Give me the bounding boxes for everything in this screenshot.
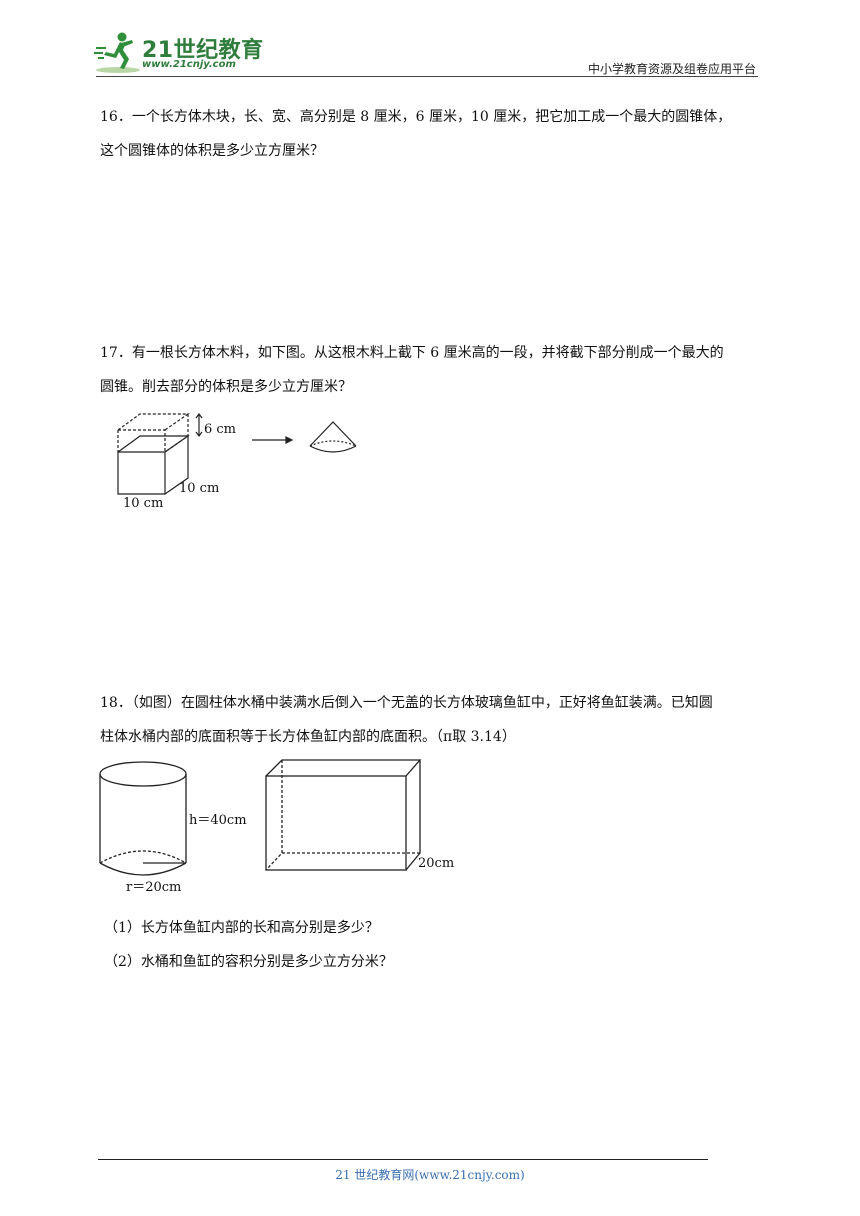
question-18-figure: h＝40cm r＝20cm 20cm [99, 759, 454, 895]
site-logo: 21世纪教育 www.21cnjy.com [92, 30, 264, 76]
page-header: 21世纪教育 www.21cnjy.com 中小学教育资源及组卷应用平台 [0, 0, 860, 80]
question-18-sub-1: （1）长方体鱼缸内部的长和高分别是多少？ [104, 920, 379, 936]
label-length-10cm: 10 cm [123, 496, 163, 511]
question-18-line-1: 18．（如图）在圆柱体水桶中装满水后倒入一个无盖的长方体玻璃鱼缸中，正好将鱼缸装… [100, 695, 713, 711]
footer-link[interactable]: 21 世纪教育网(www.21cnjy.com) [335, 1168, 525, 1182]
label-cylinder-radius: r＝20cm [126, 880, 181, 895]
question-17-line-1: 17．有一根长方体木料，如下图。从这根木料上截下 6 厘米高的一段，并将截下部分… [100, 345, 724, 361]
arrow-icon [252, 436, 294, 444]
platform-name: 中小学教育资源及组卷应用平台 [587, 62, 756, 76]
question-17-line-2: 圆锥。削去部分的体积是多少立方厘米？ [100, 379, 352, 395]
question-17: 17．有一根长方体木料，如下图。从这根木料上截下 6 厘米高的一段，并将截下部分… [100, 336, 764, 404]
footer-divider [98, 1159, 708, 1160]
tank-drawing [265, 759, 422, 871]
question-17-figure: 6 cm 10 cm 10 cm [117, 413, 357, 511]
label-width-10cm: 10 cm [179, 481, 219, 496]
question-18-line-2: 柱体水桶内部的底面积等于长方体鱼缸内部的底面积。（π取 3.14） [100, 729, 516, 745]
question-18: 18．（如图）在圆柱体水桶中装满水后倒入一个无盖的长方体玻璃鱼缸中，正好将鱼缸装… [100, 686, 764, 754]
label-cylinder-height: h＝40cm [189, 813, 247, 828]
logo-title: 21世纪教育 [142, 38, 264, 63]
label-height-6cm: 6 cm [204, 422, 236, 437]
question-16-line-1: 16．一个长方体木块，长、宽、高分别是 8 厘米，6 厘米，10 厘米，把它加工… [100, 109, 732, 125]
question-16-line-2: 这个圆锥体的体积是多少立方厘米？ [100, 143, 324, 159]
cuboid-drawing [117, 413, 203, 495]
question-18-sub-2: （2）水桶和鱼缸的容积分别是多少立方分米？ [104, 954, 393, 970]
runner-logo-icon [94, 32, 140, 73]
cone-drawing [309, 421, 357, 453]
header-divider [96, 76, 758, 77]
logo-url: www.21cnjy.com [142, 59, 236, 70]
label-tank-width: 20cm [418, 856, 454, 871]
cylinder-drawing [99, 761, 187, 876]
question-16: 16．一个长方体木块，长、宽、高分别是 8 厘米，6 厘米，10 厘米，把它加工… [100, 100, 764, 168]
